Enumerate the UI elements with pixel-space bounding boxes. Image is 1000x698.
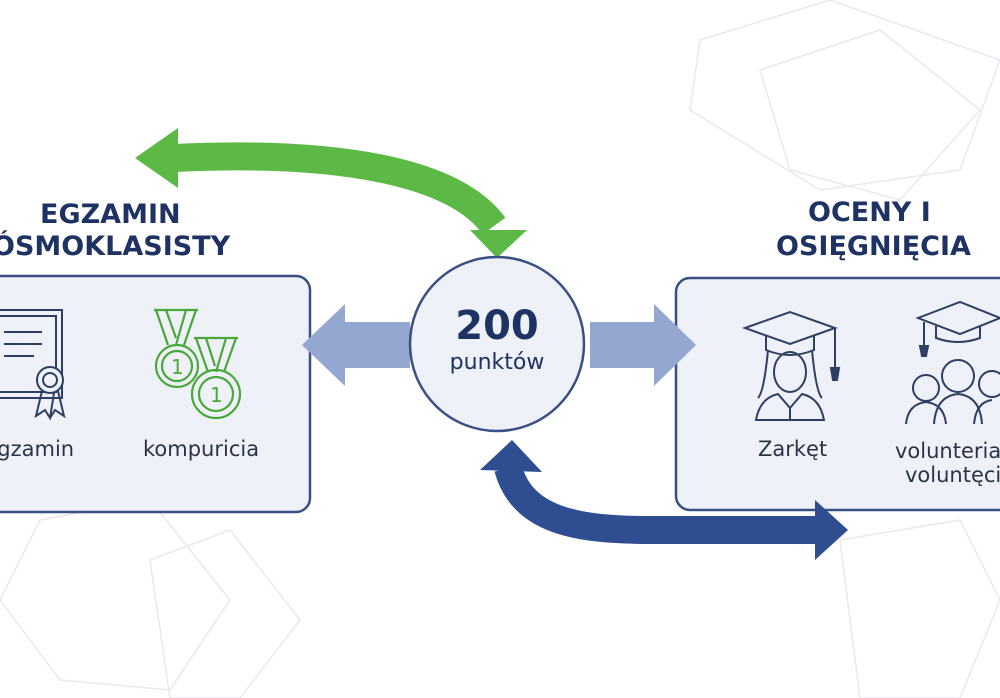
- left-heading-line1: EGZAMIN: [40, 199, 181, 230]
- green-curved-arrow: [135, 128, 527, 258]
- svg-text:1: 1: [171, 355, 184, 379]
- group-graduation-icon: [905, 300, 1000, 425]
- item-label-egzamin: Egzamin: [0, 437, 75, 461]
- item-label-zarket: Zarkęt: [758, 437, 828, 461]
- right-heading-line2: OSIĘGNIĘCIA: [776, 231, 971, 262]
- certificate-icon: [0, 309, 66, 421]
- navy-curved-arrow: [480, 440, 848, 560]
- item-label-volunteriat: volunteriat: [895, 439, 1000, 463]
- left-panel: [0, 274, 312, 514]
- graduate-student-icon: [742, 310, 841, 421]
- left-heading-line2: ÓSMOKLASISTY: [0, 231, 231, 262]
- points-value: 200: [455, 303, 539, 349]
- points-unit: punktów: [449, 350, 545, 375]
- center-circle: [408, 255, 586, 433]
- svg-text:1: 1: [210, 383, 223, 407]
- medals-icon: 1 1: [154, 308, 242, 420]
- right-panel: [674, 276, 1000, 512]
- item-label-voluntecia: voluntęcia: [905, 463, 1000, 487]
- arrow-to-left-panel: [302, 304, 410, 386]
- arrow-to-right-panel: [590, 304, 696, 386]
- item-label-kompuricia: kompuricia: [143, 437, 260, 461]
- right-heading-line1: OCENY I: [808, 197, 931, 228]
